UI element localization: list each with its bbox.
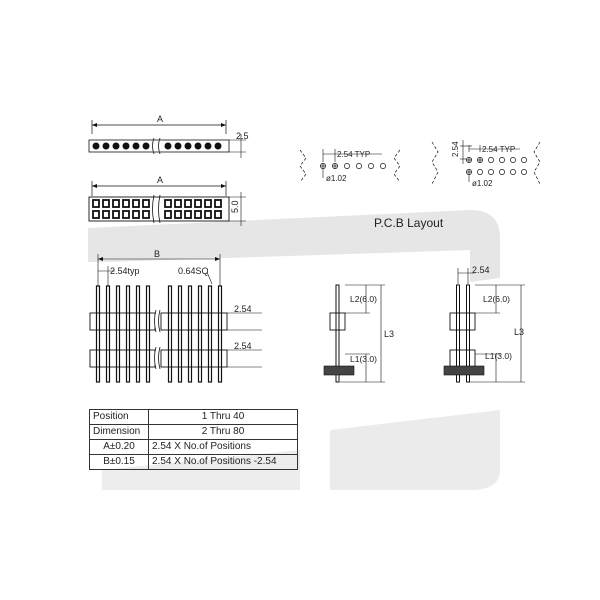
row-dim-1-label: 2.54: [234, 304, 252, 314]
table-row: Position 1 Thru 40: [89, 409, 298, 425]
table-cell-label: A±0.20: [89, 439, 149, 455]
pcb-hole-label: ø1.02: [326, 174, 347, 183]
table-cell-label: Dimension: [89, 424, 149, 440]
pcb-pitch-label-2: 2.54 TYP: [482, 145, 515, 154]
double-row-pins: [92, 199, 222, 219]
pcb-layout-double: 2.54 2.54 TYP ø1.02: [431, 140, 541, 188]
side2-l3-label: L3: [514, 327, 524, 337]
table-cell-value: 2 Thru 80: [148, 424, 298, 440]
top-view-double-row: A: [88, 175, 246, 226]
pin-square-label: 0.64SQ: [178, 266, 209, 276]
side2-l1-label: L1(3.0): [485, 351, 512, 361]
table-cell-label: Position: [89, 409, 149, 425]
table-cell-value: 1 Thru 40: [148, 409, 298, 425]
table-row: A±0.20 2.54 X No.of Positions: [89, 439, 298, 455]
row-dim-2-label: 2.54: [234, 341, 252, 351]
side2-pitch-label: 2.54: [472, 265, 490, 275]
pcb-row-pitch-label: 2.54: [451, 141, 460, 157]
dim-5-0-label: 5.0: [230, 200, 240, 213]
dim-a-label: A: [157, 114, 163, 124]
pcb-layout-single: 2.54 TYP ø1.02: [299, 149, 401, 183]
table-row: Dimension 2 Thru 80: [89, 424, 298, 440]
side1-l1-label: L1(3.0): [350, 354, 377, 364]
front-pitch-label: 2.54typ: [110, 266, 140, 276]
dim-a-label-2: A: [157, 175, 163, 185]
pcb-holes-double: [466, 157, 527, 175]
top-view-single-row: A 2.5: [88, 114, 249, 158]
table-cell-label: B±0.15: [89, 454, 149, 470]
dim-b-label: B: [154, 249, 160, 259]
table-cell-value: 2.54 X No.of Positions -2.54: [148, 454, 298, 470]
pcb-holes-single: [320, 163, 386, 169]
side-view-single: L2(6.0) L3 L1(3.0): [323, 284, 394, 383]
table-cell-value: 2.54 X No.of Positions: [148, 439, 298, 455]
front-pins: [95, 285, 223, 383]
side1-l3-label: L3: [384, 329, 394, 339]
table-row: B±0.15 2.54 X No.of Positions -2.54: [89, 454, 298, 470]
side-view-double: 2.54 L2(6.0) L3 L1(3.0): [443, 265, 525, 383]
front-view: B 2.54typ 0.64SQ: [89, 249, 262, 383]
pcb-pitch-label: 2.54 TYP: [337, 150, 370, 159]
pcb-layout-title: P.C.B Layout: [374, 216, 444, 230]
side1-l2-label: L2(6.0): [350, 294, 377, 304]
single-row-pins: [92, 142, 222, 150]
pcb-hole-label-2: ø1.02: [472, 179, 493, 188]
side2-l2-label: L2(6.0): [483, 294, 510, 304]
dim-2-5-label: 2.5: [236, 131, 249, 141]
spec-table: Position 1 Thru 40 Dimension 2 Thru 80 A…: [89, 409, 298, 470]
